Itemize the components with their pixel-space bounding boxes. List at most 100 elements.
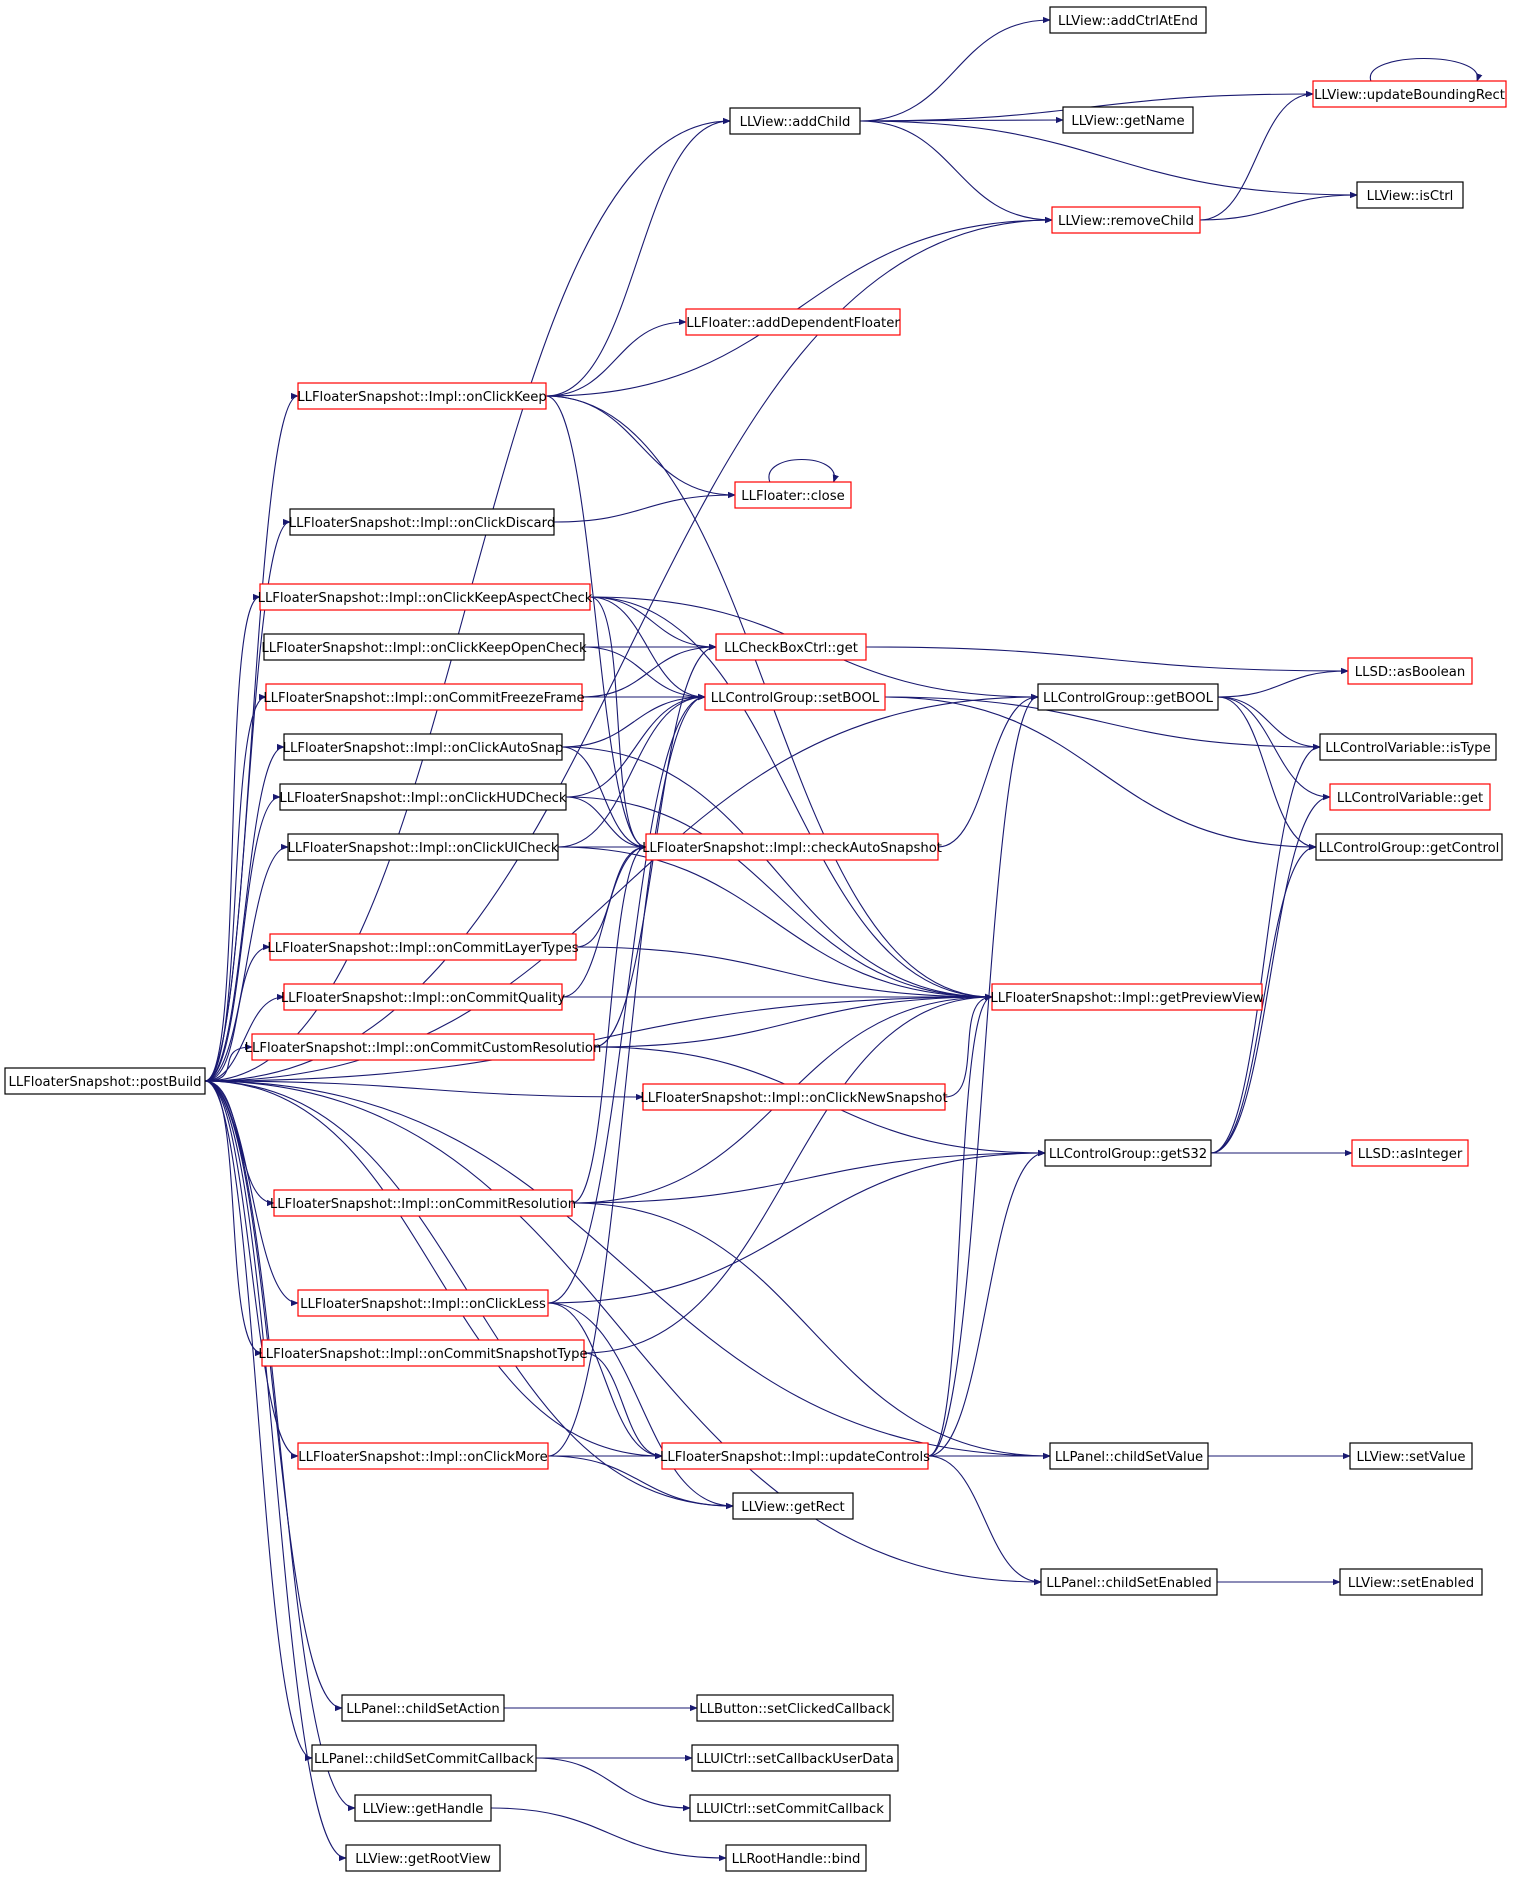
edge-root-to-on-commit-snapshot-type [204, 1080, 263, 1357]
node-root[interactable]: LLFloaterSnapshot::postBuild [4, 1067, 206, 1095]
edge-on-click-hudcheck-to-get-preview-view [565, 796, 993, 1001]
node-box [715, 633, 867, 661]
edge-on-click-discard-to-close [553, 491, 736, 523]
node-box [734, 481, 852, 509]
node-set-callback-user-data[interactable]: LLUICtrl::setCallbackUserData [691, 1744, 899, 1772]
node-on-commit-freeze-frame[interactable]: LLFloaterSnapshot::Impl::onCommitFreezeF… [263, 683, 585, 711]
node-add-child[interactable]: LLView::addChild [729, 107, 861, 135]
node-label: LLPanel::childSetAction [346, 1702, 499, 1717]
node-is-ctrl[interactable]: LLView::isCtrl [1356, 181, 1464, 209]
node-on-click-uicheck[interactable]: LLFloaterSnapshot::Impl::onClickUICheck [287, 833, 559, 861]
node-check-auto-snapshot[interactable]: LLFloaterSnapshot::Impl::checkAutoSnapsh… [642, 833, 942, 861]
edge-on-click-less-to-update-controls [547, 1302, 663, 1460]
edge-on-click-auto-snap-to-check-auto-snapshot [561, 746, 647, 851]
node-label: LLSD::asInteger [1358, 1147, 1463, 1162]
node-label: LLPanel::childSetCommitCallback [314, 1752, 534, 1767]
node-remove-child[interactable]: LLView::removeChild [1051, 206, 1201, 234]
node-get-root-view[interactable]: LLView::getRootView [345, 1844, 501, 1872]
node-control-variable-get[interactable]: LLControlVariable::get [1329, 783, 1491, 811]
edge-on-click-keep-to-add-child [545, 117, 731, 397]
node-box [1312, 80, 1507, 108]
node-set-commit-callback[interactable]: LLUICtrl::setCommitCallback [689, 1794, 891, 1822]
edge-update-bounding-rect-to-update-bounding-rect [1370, 57, 1483, 82]
node-label: LLView::addChild [740, 115, 851, 130]
node-on-click-more[interactable]: LLFloaterSnapshot::Impl::onClickMore [297, 1442, 549, 1470]
node-label: LLFloater::close [741, 489, 844, 504]
node-check-box-get[interactable]: LLCheckBoxCtrl::get [715, 633, 867, 661]
node-as-integer[interactable]: LLSD::asInteger [1351, 1139, 1469, 1167]
node-on-commit-custom-resolution[interactable]: LLFloaterSnapshot::Impl::onCommitCustomR… [245, 1033, 602, 1061]
node-label: LLFloaterSnapshot::Impl::onClickDiscard [289, 516, 555, 531]
node-on-commit-resolution[interactable]: LLFloaterSnapshot::Impl::onCommitResolut… [270, 1189, 576, 1217]
node-get-name[interactable]: LLView::getName [1062, 106, 1194, 134]
node-child-set-commit-callback[interactable]: LLPanel::childSetCommitCallback [311, 1744, 537, 1772]
node-label: LLFloaterSnapshot::postBuild [9, 1075, 202, 1090]
node-label: LLView::addCtrlAtEnd [1058, 14, 1198, 29]
node-child-set-enabled[interactable]: LLPanel::childSetEnabled [1040, 1568, 1218, 1596]
edge-on-commit-resolution-to-check-auto-snapshot [571, 843, 647, 1204]
edge-root-to-on-commit-custom-resolution [204, 1043, 253, 1082]
node-on-click-less[interactable]: LLFloaterSnapshot::Impl::onClickLess [297, 1289, 549, 1317]
node-get-rect[interactable]: LLView::getRect [732, 1492, 854, 1520]
node-get-preview-view[interactable]: LLFloaterSnapshot::Impl::getPreviewView [990, 983, 1264, 1011]
node-label: LLFloaterSnapshot::Impl::onCommitSnapsho… [258, 1347, 587, 1362]
node-label: LLPanel::childSetValue [1055, 1450, 1203, 1465]
edge-remove-child-to-is-ctrl [1199, 191, 1358, 221]
node-root-handle-bind[interactable]: LLRootHandle::bind [725, 1844, 867, 1872]
node-label: LLView::getRect [741, 1500, 844, 1515]
edge-on-commit-layer-types-to-get-preview-view [575, 946, 993, 1001]
node-get-handle[interactable]: LLView::getHandle [354, 1794, 492, 1822]
edge-on-commit-snapshot-type-to-get-preview-view [583, 993, 993, 1354]
node-on-click-keep-aspect-check[interactable]: LLFloaterSnapshot::Impl::onClickKeepAspe… [258, 583, 593, 611]
node-label: LLFloaterSnapshot::Impl::onCommitResolut… [270, 1197, 576, 1212]
edge-get-bool-to-get-control [1217, 696, 1317, 851]
node-add-ctrl-at-end[interactable]: LLView::addCtrlAtEnd [1049, 6, 1207, 34]
node-label: LLView::setValue [1356, 1450, 1465, 1465]
node-on-click-hudcheck[interactable]: LLFloaterSnapshot::Impl::onClickHUDCheck [279, 783, 567, 811]
edge-get-bool-to-as-boolean [1217, 667, 1349, 698]
node-set-value[interactable]: LLView::setValue [1349, 1442, 1473, 1470]
node-on-click-auto-snap[interactable]: LLFloaterSnapshot::Impl::onClickAutoSnap [283, 733, 564, 761]
node-on-click-keep[interactable]: LLFloaterSnapshot::Impl::onClickKeep [297, 382, 547, 410]
edge-on-click-keep-aspect-check-to-get-preview-view [589, 596, 993, 1001]
edge-root-to-child-set-commit-callback [204, 1080, 313, 1762]
node-get-control[interactable]: LLControlGroup::getControl [1315, 833, 1503, 861]
edge-update-controls-to-get-preview-view [927, 993, 993, 1457]
edge-root-to-on-commit-layer-types [204, 943, 271, 1082]
node-on-commit-layer-types[interactable]: LLFloaterSnapshot::Impl::onCommitLayerTy… [267, 933, 579, 961]
node-box [691, 1744, 899, 1772]
node-on-commit-quality[interactable]: LLFloaterSnapshot::Impl::onCommitQuality [281, 983, 566, 1011]
node-box [1049, 1442, 1209, 1470]
edge-check-box-get-to-as-boolean [865, 646, 1349, 675]
node-box [297, 1289, 549, 1317]
node-on-click-discard[interactable]: LLFloaterSnapshot::Impl::onClickDiscard [289, 508, 555, 536]
node-on-click-keep-open-check[interactable]: LLFloaterSnapshot::Impl::onClickKeepOpen… [261, 633, 587, 661]
edge-on-click-keep-aspect-check-to-check-box-get [589, 596, 717, 651]
edge-root-to-on-click-more [204, 1080, 299, 1460]
node-label: LLFloaterSnapshot::Impl::onClickLess [300, 1297, 546, 1312]
edge-get-s32-to-is-type [1210, 743, 1321, 1154]
node-get-s32[interactable]: LLControlGroup::getS32 [1044, 1139, 1212, 1167]
node-label: LLView::getName [1071, 114, 1184, 129]
node-close[interactable]: LLFloater::close [734, 481, 852, 509]
node-set-clicked-callback[interactable]: LLButton::setClickedCallback [696, 1694, 894, 1722]
node-on-commit-snapshot-type[interactable]: LLFloaterSnapshot::Impl::onCommitSnapsho… [258, 1339, 588, 1367]
node-label: LLFloaterSnapshot::Impl::onClickUICheck [288, 841, 559, 856]
node-child-set-value[interactable]: LLPanel::childSetValue [1049, 1442, 1209, 1470]
edge-on-commit-resolution-to-child-set-value [571, 1202, 1051, 1460]
node-get-bool[interactable]: LLControlGroup::getBOOL [1037, 683, 1219, 711]
edge-on-click-keep-to-close [545, 395, 736, 499]
node-box [297, 1442, 549, 1470]
node-update-controls[interactable]: LLFloaterSnapshot::Impl::updateControls [660, 1442, 930, 1470]
node-update-bounding-rect[interactable]: LLView::updateBoundingRect [1312, 80, 1507, 108]
node-box [645, 833, 939, 861]
node-as-boolean[interactable]: LLSD::asBoolean [1347, 657, 1473, 685]
node-label: LLSD::asBoolean [1355, 665, 1465, 680]
node-set-bool[interactable]: LLControlGroup::setBOOL [704, 683, 886, 711]
node-child-set-action[interactable]: LLPanel::childSetAction [341, 1694, 505, 1722]
node-add-dependent-floater[interactable]: LLFloater::addDependentFloater [685, 308, 901, 336]
node-on-click-new-snapshot[interactable]: LLFloaterSnapshot::Impl::onClickNewSnaps… [640, 1083, 948, 1111]
node-set-enabled[interactable]: LLView::setEnabled [1339, 1568, 1483, 1596]
node-is-type[interactable]: LLControlVariable::isType [1319, 733, 1497, 761]
edge-set-bool-to-is-type [884, 696, 1321, 751]
